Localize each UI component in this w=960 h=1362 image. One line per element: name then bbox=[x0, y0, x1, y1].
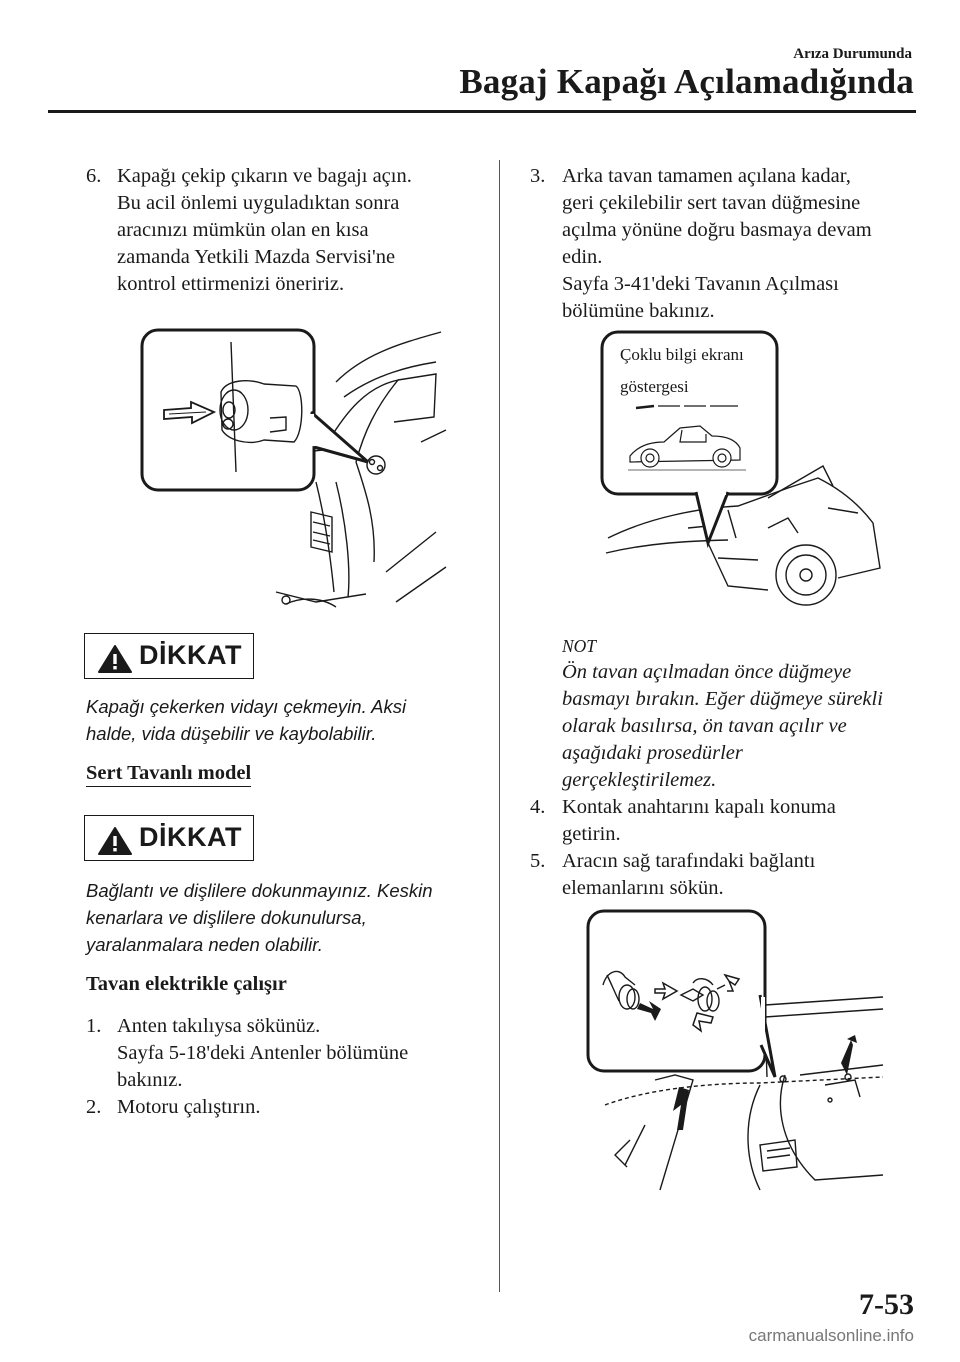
step-6-line: aracınızı mümkün olan en kısa bbox=[117, 219, 369, 241]
step-5-number: 5. bbox=[530, 850, 546, 872]
caution-box: DİKKAT bbox=[84, 815, 254, 861]
step-5-line: Aracın sağ tarafındaki bağlantı bbox=[562, 850, 816, 872]
note-line: aşağıdaki prosedürler bbox=[562, 742, 743, 764]
step-2-number: 2. bbox=[86, 1096, 102, 1118]
step-5-text: Aracın sağ tarafındaki bağlantı elemanla… bbox=[562, 848, 932, 902]
step-1-line: Anten takılıysa sökünüz. bbox=[117, 1015, 321, 1037]
callout-label-line-2: göstergesi bbox=[620, 377, 689, 396]
step-4-number: 4. bbox=[530, 796, 546, 818]
callout-label-line-1: Çoklu bilgi ekranı bbox=[620, 345, 744, 364]
step-3-line: bölümüne bakınız. bbox=[562, 300, 715, 322]
step-1-number: 1. bbox=[86, 1015, 102, 1037]
header-rule bbox=[48, 110, 916, 113]
step-6-text: Kapağı çekip çıkarın ve bagajı açın. Bu … bbox=[117, 163, 487, 298]
caution-text: Bağlantı ve dişlilere dokunmayınız. Kesk… bbox=[86, 877, 486, 958]
caution-box: DİKKAT bbox=[84, 633, 254, 679]
step-4-line: Kontak anahtarını kapalı konuma bbox=[562, 796, 836, 818]
note-label: NOT bbox=[562, 636, 597, 656]
watermark: carmanualsonline.info bbox=[748, 1326, 914, 1345]
note-line: Ön tavan açılmadan önce düğmeye bbox=[562, 661, 852, 683]
page-number: 7-53 bbox=[859, 1288, 914, 1321]
electric-top-heading: Tavan elektrikle çalışır bbox=[86, 973, 287, 995]
step-2-text: Motoru çalıştırın. bbox=[117, 1096, 261, 1118]
hardtop-model-heading: Sert Tavanlı model bbox=[86, 762, 252, 787]
hardtop-model-heading-text: Sert Tavanlı model bbox=[86, 762, 252, 787]
step-4-line: getirin. bbox=[562, 823, 621, 845]
step-3-line: edin. bbox=[562, 246, 603, 268]
multi-info-display-illustration: Çoklu bilgi ekranı göstergesi bbox=[600, 330, 881, 606]
caution-label: DİKKAT bbox=[139, 822, 242, 852]
step-6-line: Bu acil önlemi uyguladıktan sonra bbox=[117, 192, 400, 214]
note-line: olarak basılırsa, ön tavan açılır ve bbox=[562, 715, 847, 737]
fastener-removal-illustration bbox=[586, 909, 884, 1191]
caution-line: yaralanmalara neden olabilir. bbox=[86, 934, 323, 955]
caution-line: halde, vida düşebilir ve kaybolabilir. bbox=[86, 723, 377, 744]
step-3-number: 3. bbox=[530, 165, 546, 187]
note-line: basmayı bırakın. Eğer düğmeye sürekli bbox=[562, 688, 883, 710]
step-6-number: 6. bbox=[86, 165, 102, 187]
step-3-text: Arka tavan tamamen açılana kadar, geri ç… bbox=[562, 163, 932, 325]
lid-removal-illustration bbox=[140, 328, 447, 608]
warning-triangle-icon bbox=[98, 827, 132, 855]
caution-line: kenarlara ve dişlilere dokunulursa, bbox=[86, 907, 367, 928]
step-1-line: Sayfa 5-18'deki Antenler bölümüne bbox=[117, 1042, 409, 1064]
caution-line: Bağlantı ve dişlilere dokunmayınız. Kesk… bbox=[86, 880, 433, 901]
caution-text: Kapağı çekerken vidayı çekmeyin. Aksi ha… bbox=[86, 693, 486, 747]
step-6-line: zamanda Yetkili Mazda Servisi'ne bbox=[117, 246, 396, 268]
note-line: gerçekleştirilemez. bbox=[562, 769, 717, 791]
page-title: Bagaj Kapağı Açılamadığında bbox=[459, 62, 914, 101]
step-3-line: Sayfa 3-41'deki Tavanın Açılması bbox=[562, 273, 839, 295]
step-3-line: Arka tavan tamamen açılana kadar, bbox=[562, 165, 851, 187]
step-5-line: elemanlarını sökün. bbox=[562, 877, 724, 899]
caution-label: DİKKAT bbox=[139, 640, 242, 670]
caution-line: Kapağı çekerken vidayı çekmeyin. Aksi bbox=[86, 696, 407, 717]
section-label: Arıza Durumunda bbox=[793, 46, 912, 62]
step-1-line: bakınız. bbox=[117, 1069, 183, 1091]
warning-triangle-icon bbox=[98, 645, 132, 673]
step-1-text: Anten takılıysa sökünüz. Sayfa 5-18'deki… bbox=[117, 1013, 487, 1094]
note-text: Ön tavan açılmadan önce düğmeye basmayı … bbox=[562, 659, 932, 794]
column-divider bbox=[499, 160, 500, 1292]
step-6-line: kontrol ettirmenizi öneririz. bbox=[117, 273, 345, 295]
step-6-line: Kapağı çekip çıkarın ve bagajı açın. bbox=[117, 165, 412, 187]
step-3-line: geri çekilebilir sert tavan düğmesine bbox=[562, 192, 861, 214]
step-4-text: Kontak anahtarını kapalı konuma getirin. bbox=[562, 794, 932, 848]
step-3-line: açılma yönüne doğru basmaya devam bbox=[562, 219, 872, 241]
